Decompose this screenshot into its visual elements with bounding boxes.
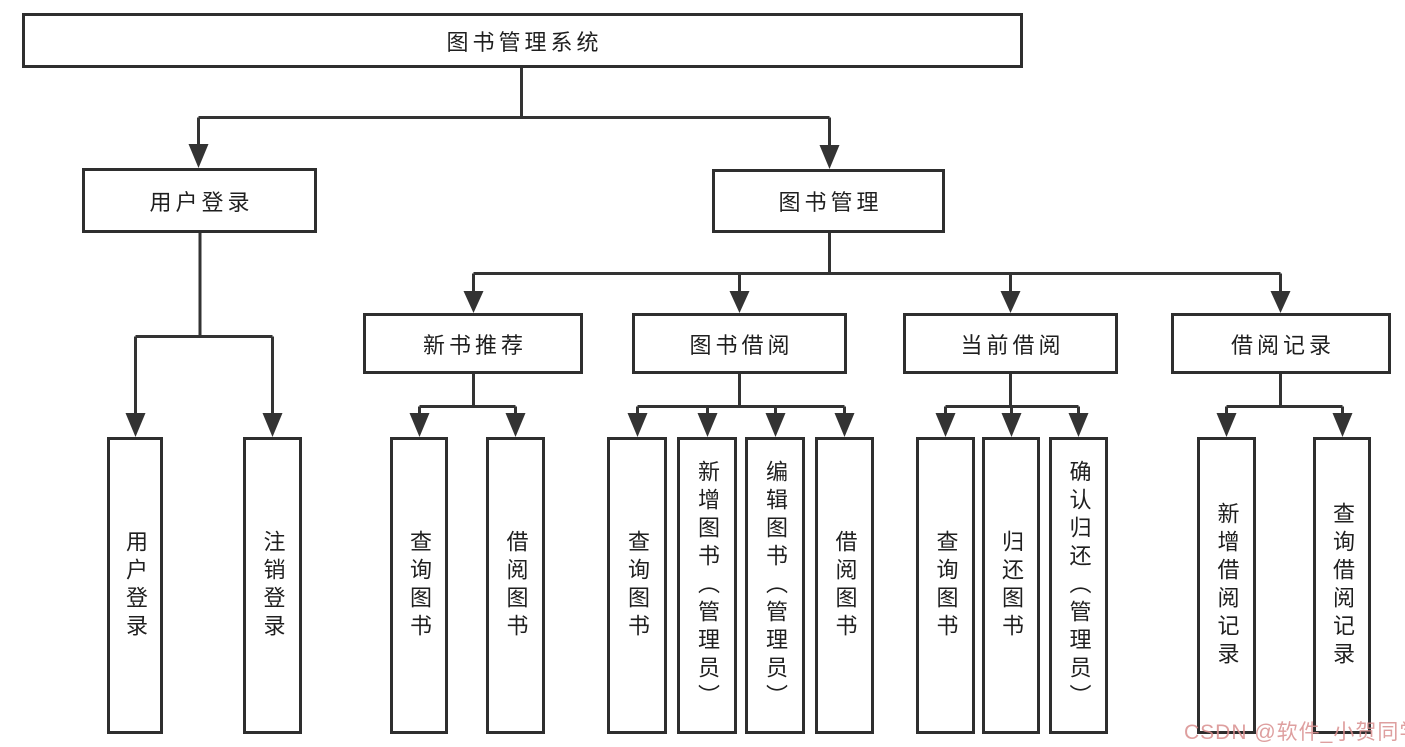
node-root-system: 图书管理系统 xyxy=(22,13,1023,68)
node-book-borrow: 图书借阅 xyxy=(632,313,847,374)
leaf-add-borrow-record: 新增借阅记录 xyxy=(1197,437,1256,734)
leaf-edit-books-admin: 编辑图书（管理员） xyxy=(745,437,805,734)
node-new-book-recommend: 新书推荐 xyxy=(363,313,583,374)
leaf-confirm-return-admin: 确认归还（管理员） xyxy=(1049,437,1108,734)
node-user-login-module: 用户登录 xyxy=(82,168,317,233)
node-label: 确认归还（管理员） xyxy=(1066,459,1092,712)
leaf-query-books-current: 查询图书 xyxy=(916,437,975,734)
node-label: 新增借阅记录 xyxy=(1214,501,1240,670)
node-label: 当前借阅 xyxy=(960,332,1065,358)
node-label: 归还图书 xyxy=(999,529,1024,642)
node-label: 查询图书 xyxy=(407,529,432,642)
node-label: 查询图书 xyxy=(625,529,650,642)
node-label: 借阅记录 xyxy=(1230,332,1335,358)
node-label: 用户登录 xyxy=(149,189,254,215)
node-label: 用户登录 xyxy=(123,529,148,642)
leaf-return-books: 归还图书 xyxy=(982,437,1040,734)
leaf-query-books-recommend: 查询图书 xyxy=(390,437,448,734)
node-label: 新书推荐 xyxy=(422,332,527,358)
leaf-borrow-books: 借阅图书 xyxy=(815,437,874,734)
csdn-watermark: CSDN @软件_小贺同学 xyxy=(1184,721,1405,744)
leaf-user-login: 用户登录 xyxy=(107,437,163,734)
leaf-query-books-borrow: 查询图书 xyxy=(607,437,667,734)
node-borrow-record: 借阅记录 xyxy=(1171,313,1391,374)
node-label: 注销登录 xyxy=(260,529,286,642)
node-label: 新增图书（管理员） xyxy=(695,459,720,712)
node-label: 借阅图书 xyxy=(503,529,529,642)
node-book-management-module: 图书管理 xyxy=(712,169,945,233)
node-label: 图书借阅 xyxy=(689,332,794,358)
node-label: 编辑图书（管理员） xyxy=(763,459,788,712)
node-current-borrow: 当前借阅 xyxy=(903,313,1118,374)
leaf-query-borrow-record: 查询借阅记录 xyxy=(1313,437,1371,734)
node-label: 查询图书 xyxy=(933,529,959,642)
node-label: 借阅图书 xyxy=(832,529,858,642)
leaf-borrow-books-recommend: 借阅图书 xyxy=(486,437,545,734)
leaf-logout: 注销登录 xyxy=(243,437,302,734)
node-label: 图书管理系统 xyxy=(446,29,603,55)
leaf-add-books-admin: 新增图书（管理员） xyxy=(677,437,737,734)
node-label: 图书管理 xyxy=(778,190,883,215)
node-label: 查询借阅记录 xyxy=(1330,501,1355,670)
